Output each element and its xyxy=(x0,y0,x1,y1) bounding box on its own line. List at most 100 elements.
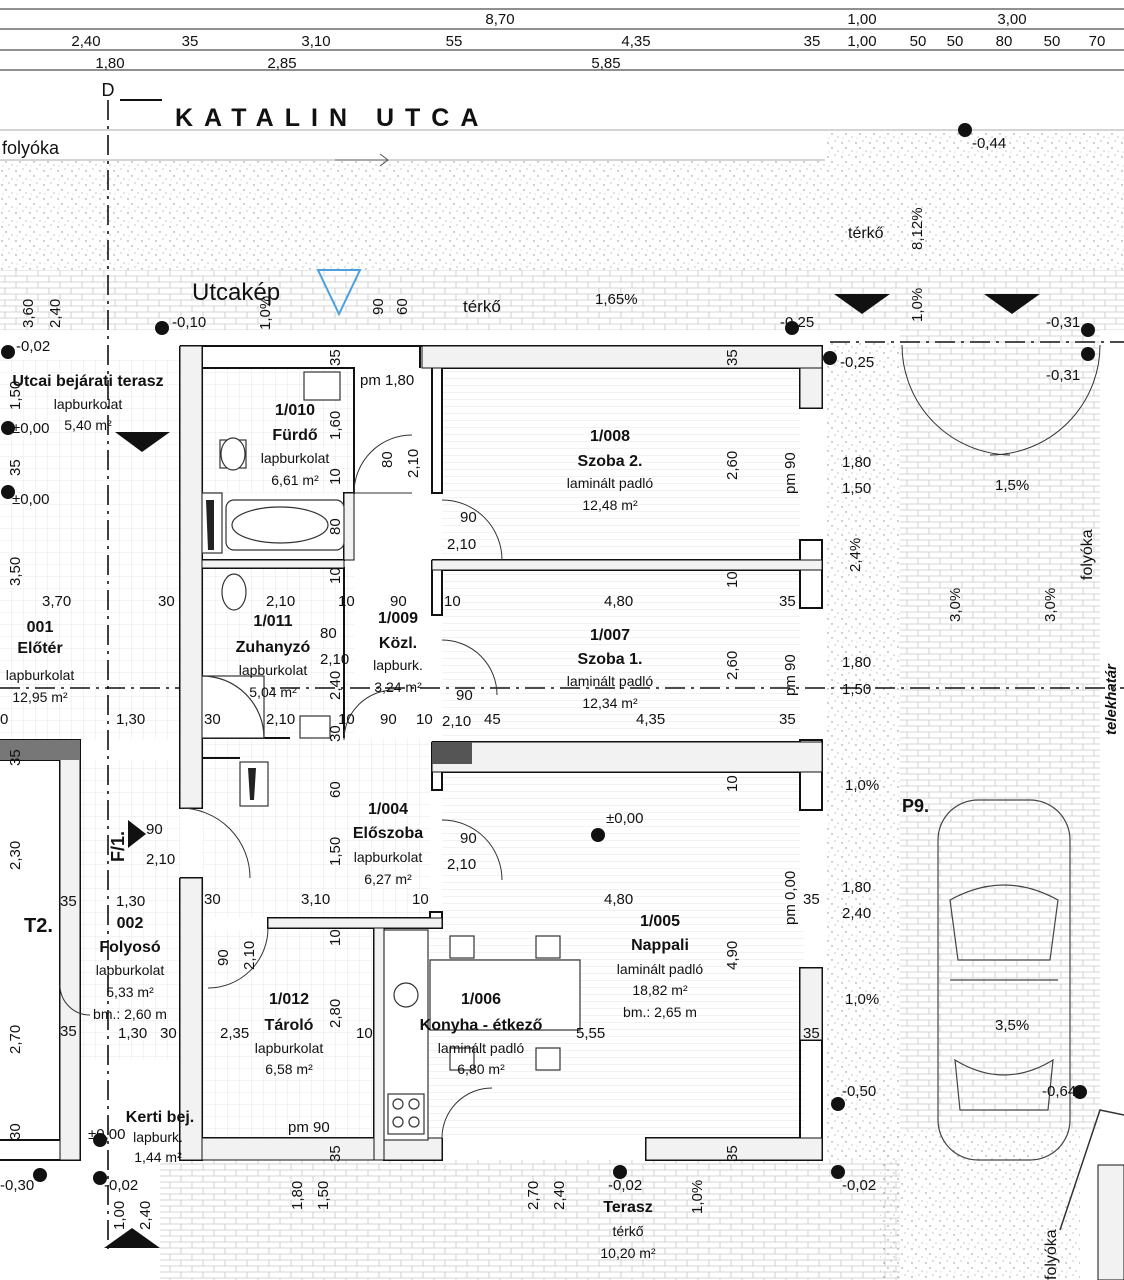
room-area: 5,40 m² xyxy=(64,417,112,433)
room-height: bm.: 2,60 m xyxy=(93,1006,167,1022)
dim: 45 xyxy=(484,711,501,728)
dim: 1,30 xyxy=(116,893,145,910)
dim: 35 xyxy=(60,1023,77,1040)
dim: 1,50 xyxy=(327,837,344,866)
room-area: 6,27 m² xyxy=(364,871,412,887)
level: ±0,00 xyxy=(12,491,49,508)
slope-30a: 3,0% xyxy=(947,588,964,622)
slope-10e: 1,0% xyxy=(689,1180,706,1214)
dim: 90 xyxy=(460,509,477,526)
dim: 10 xyxy=(724,571,741,588)
level: -0,50 xyxy=(842,1083,876,1100)
dim: 30 xyxy=(7,1123,24,1140)
dim-row1: 50 xyxy=(947,33,964,50)
dim: 2,10 xyxy=(241,941,258,970)
axis-t2-label: T2. xyxy=(24,915,53,937)
room-area: 12,34 m² xyxy=(582,695,638,711)
room-area: 6,80 m² xyxy=(457,1061,505,1077)
dim: 90 xyxy=(390,593,407,610)
dim: 1,80 xyxy=(842,454,871,471)
bottom-paving xyxy=(160,1160,900,1280)
side-strip-paving xyxy=(825,340,900,1160)
room-name: Közl. xyxy=(379,635,417,652)
dim: 30 xyxy=(204,711,221,728)
room-name: Folyosó xyxy=(99,939,161,956)
parking-label: P9. xyxy=(902,796,929,816)
room-area: 6,61 m² xyxy=(271,472,319,488)
room-number: 1/006 xyxy=(461,991,501,1008)
dim-row1: 55 xyxy=(446,33,463,50)
dim: 2,70 xyxy=(525,1181,542,1210)
dim: 2,40 xyxy=(137,1201,154,1230)
fixtures xyxy=(201,371,581,1141)
room-name: Szoba 1. xyxy=(578,651,643,668)
dim: 3,70 xyxy=(42,593,71,610)
dim: 5,55 xyxy=(576,1025,605,1042)
shelf xyxy=(303,371,341,401)
dim: 2,10 xyxy=(146,851,175,868)
section-markers xyxy=(104,99,1040,1248)
slope-30b: 3,0% xyxy=(1042,588,1059,622)
dim-row2: 1,80 xyxy=(95,55,124,72)
room-floor: lapburkolat xyxy=(54,396,123,412)
dim: 2,40 xyxy=(327,671,344,700)
level: -0,25 xyxy=(840,354,874,371)
room-1009: 1/009 Közl. lapburk. 3,24 m² xyxy=(373,610,423,695)
dim: 80 xyxy=(379,451,396,468)
room-name: Kerti bej. xyxy=(126,1109,194,1126)
dim: 4,35 xyxy=(636,711,665,728)
floor-living xyxy=(442,772,800,1140)
dim: 1,30 xyxy=(116,711,145,728)
dim-row2: 2,85 xyxy=(267,55,296,72)
room-1008: 1/008 Szoba 2. laminált padló 12,48 m² xyxy=(567,428,654,513)
wc-shower xyxy=(221,573,247,611)
dim: 2,70 xyxy=(7,1025,24,1054)
slope-24: 2,4% xyxy=(847,538,864,572)
room-number: 002 xyxy=(117,915,144,932)
dim: 1,80 xyxy=(842,654,871,671)
level: -0,02 xyxy=(608,1177,642,1194)
dim: 90 xyxy=(460,830,477,847)
room-1006: 1/006 Konyha - étkező laminált padló 6,8… xyxy=(420,991,543,1077)
dim-row1: 35 xyxy=(804,33,821,50)
dim: 2,10 xyxy=(447,856,476,873)
room-area: 10,20 m² xyxy=(600,1245,656,1261)
slope-165: 1,65% xyxy=(595,291,638,308)
room-area: 12,95 m² xyxy=(12,689,68,705)
dim: 35 xyxy=(7,749,24,766)
dim: 2,40 xyxy=(47,299,64,328)
level: ±0,00 xyxy=(12,420,49,437)
room-area: 3,24 m² xyxy=(374,679,422,695)
level: -0,25 xyxy=(780,314,814,331)
dim: 1,50 xyxy=(842,681,871,698)
dim-row0-c2: 3,00 xyxy=(997,11,1026,28)
slope-10b: 1,0% xyxy=(909,288,926,322)
boundary-label: telekhatár xyxy=(1103,663,1120,735)
dim: 10 xyxy=(327,567,344,584)
dim: 30 xyxy=(158,593,175,610)
slope-35: 3,5% xyxy=(995,1017,1029,1034)
level: ±0,00 xyxy=(606,810,643,827)
dining-table xyxy=(429,959,581,1031)
gutter-label-bottom: folyóka xyxy=(1043,1229,1060,1280)
level: -0,30 xyxy=(0,1177,34,1194)
slope-10a: 1,0% xyxy=(257,296,274,330)
level: -0,02 xyxy=(104,1177,138,1194)
street-flow-arrow xyxy=(335,153,390,167)
dim: 4,80 xyxy=(604,891,633,908)
room-number: 1/008 xyxy=(590,428,630,445)
vent-hatch xyxy=(206,500,256,800)
room-floor: lapburk. xyxy=(373,657,423,673)
room-floor: térkő xyxy=(612,1223,643,1239)
car-outline xyxy=(937,799,1071,1161)
entrance-terrace: Utcai bejárati terasz lapburkolat 5,40 m… xyxy=(12,373,163,433)
dim: 30 xyxy=(204,891,221,908)
dim: 1,50 xyxy=(842,480,871,497)
slope-15: 1,5% xyxy=(995,477,1029,494)
room-floor: laminált padló xyxy=(438,1040,525,1056)
dim: 10 xyxy=(416,711,433,728)
dim: 1,80 xyxy=(289,1181,306,1210)
room-name: Szoba 2. xyxy=(578,453,643,470)
room2-wall xyxy=(431,539,823,616)
dim: 80 xyxy=(327,518,344,535)
